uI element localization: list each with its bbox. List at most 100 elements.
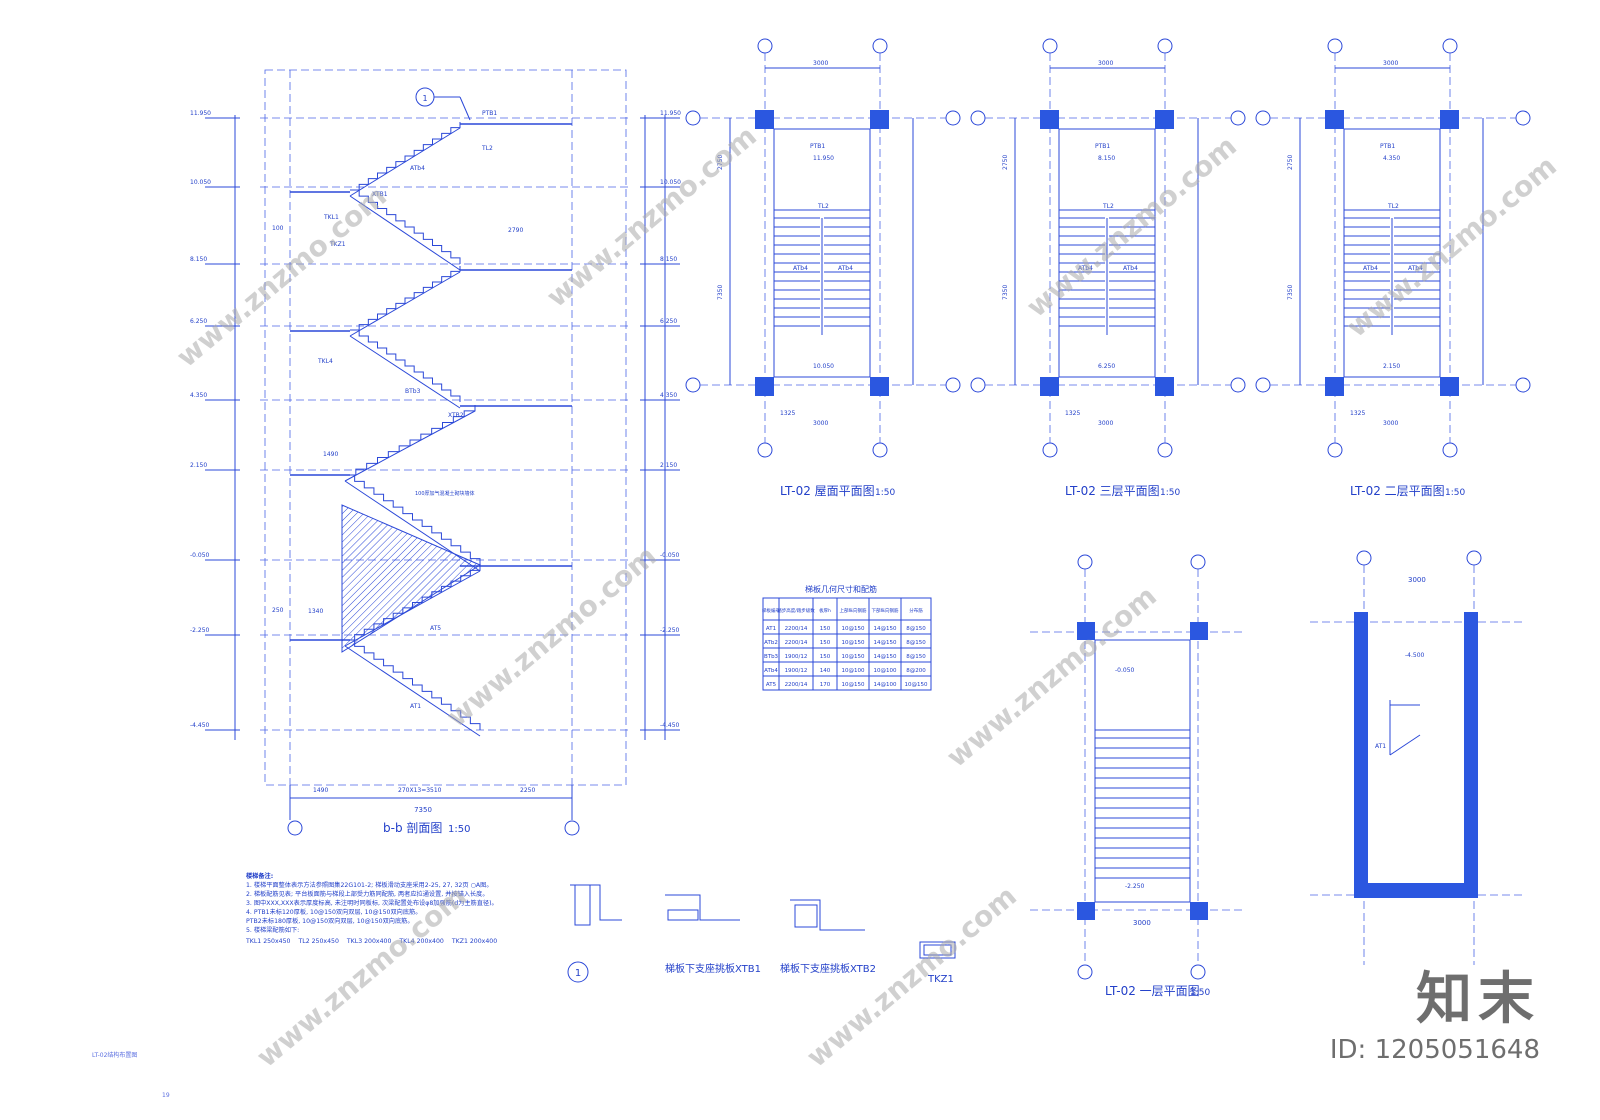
plan-title-first: LT-02 一层平面图 — [1105, 984, 1200, 998]
table-header-4: 下部纵向钢筋 — [872, 607, 899, 614]
section-dim-total: 7350 — [414, 806, 432, 814]
section-elev-left-3: 6.250 — [190, 318, 207, 325]
plan-title-0: LT-02 屋面平面图 — [780, 484, 875, 498]
table-cell-4-0: AT5 — [766, 682, 777, 688]
section-elev-left-0: 11.950 — [190, 110, 211, 117]
plan-scale-2: 1:50 — [1445, 488, 1465, 498]
section-label-at5: AT5 — [430, 625, 441, 632]
table-header-5: 分布筋 — [909, 607, 923, 614]
table-cell-1-3: 10@150 — [842, 640, 865, 646]
plan-flight-a-0: ATb4 — [793, 265, 808, 272]
detail-xtb1: 梯板下支座挑板XTB1 — [665, 894, 761, 975]
detail-1-bubble: 1 — [575, 968, 581, 979]
plan-flight-b-2: ATb4 — [1408, 265, 1423, 272]
plan-scale-1: 1:50 — [1160, 488, 1180, 498]
ff-elev-bot: -2.250 — [1125, 883, 1145, 890]
plan-scale-first: 1:50 — [1190, 988, 1210, 998]
section-elev-left-5: 2.150 — [190, 462, 207, 469]
plan-basement: AT1 -4.500 3000 — [1310, 550, 1525, 965]
bsmt-elev: -4.500 — [1405, 652, 1425, 659]
section-callout-label: 1 — [422, 94, 427, 103]
hatched-infill — [341, 504, 482, 653]
section-elev-right-8: -4.450 — [660, 722, 680, 729]
plan-dim-1325-1: 1325 — [1065, 410, 1080, 417]
table-cell-1-1: 2200/14 — [785, 640, 808, 646]
table-cell-4-1: 2200/14 — [785, 682, 808, 688]
table-cell-3-4: 10@100 — [874, 668, 897, 674]
table-header-3: 上部纵向钢筋 — [840, 607, 867, 614]
section-elev-left-1: 10.050 — [190, 179, 211, 186]
section-dim-1490: 1490 — [313, 787, 328, 794]
detail-xtb2: 梯板下支座挑板XTB2 — [780, 899, 876, 975]
section-label-xtb1: XTB1 — [372, 191, 388, 198]
plan-dim-1325-0: 1325 — [780, 410, 795, 417]
section-label-btb3: BTb3 — [405, 388, 421, 395]
plan-flight-b-1: ATb4 — [1123, 265, 1138, 272]
section-dim-1490-b: 1490 — [323, 451, 338, 458]
plan-dim-bottom-1: 3000 — [1098, 420, 1113, 427]
notes-line-4: 4. PTB1未标120厚板, 10@150双向双层, 10@150双向底筋。 — [246, 909, 422, 916]
plan-flight-b-0: ATb4 — [838, 265, 853, 272]
section-label-at1: AT1 — [410, 703, 421, 710]
section-elev-right-0: 11.950 — [660, 110, 681, 117]
detail-1: 1 — [567, 884, 622, 983]
section-label-tl2: TL2 — [481, 145, 493, 152]
notes-line-5: PTB2未标180厚板, 10@150双向双层, 10@150双向底筋。 — [246, 918, 414, 925]
plan-tl2-2: TL2 — [1387, 203, 1399, 210]
notes-line-3: 3. 图中XXX,XXX表示厚度标高, 未注明时同板标, 次梁配置处布设φ8加强… — [246, 900, 498, 907]
beam-tkl4: TKL4 200x400 — [399, 938, 444, 945]
beam-tl2: TL2 250x450 — [298, 938, 339, 945]
section-label-tkl4: TKL4 — [317, 358, 333, 365]
table-cell-1-2: 150 — [820, 640, 831, 646]
section-label-xtb2: XTB2 — [448, 412, 464, 419]
plan-tl2-1: TL2 — [1102, 203, 1114, 210]
axis-bubble-a — [287, 820, 303, 836]
section-elev-right-6: -0.050 — [660, 552, 680, 559]
table-cell-4-3: 10@150 — [842, 682, 865, 688]
table-cell-2-2: 150 — [820, 654, 831, 660]
table-cell-1-4: 14@150 — [874, 640, 897, 646]
plan-elev-top-2: 4.350 — [1383, 155, 1400, 162]
brand-logo: 知末 — [1416, 967, 1540, 1032]
plan-dim-2750-0: 2750 — [717, 155, 724, 170]
section-dim-250: 250 — [272, 607, 284, 614]
table-cell-2-5: 8@150 — [906, 654, 926, 660]
plan-elev-bot-1: 6.250 — [1098, 363, 1115, 370]
table-cell-4-5: 10@150 — [905, 682, 928, 688]
table-cell-4-4: 14@100 — [874, 682, 897, 688]
table-cell-3-0: ATb4 — [764, 668, 778, 674]
section-elev-right-5: 2.150 — [660, 462, 677, 469]
plan-flight-a-2: ATb4 — [1363, 265, 1378, 272]
plan-dim-3000-2: 3000 — [1383, 60, 1398, 67]
section-elev-left-2: 8.150 — [190, 256, 207, 263]
table-cell-3-5: 8@200 — [906, 668, 926, 674]
detail-xtb2-label: 梯板下支座挑板XTB2 — [780, 962, 876, 975]
section-title: b-b 剖面图 — [383, 821, 442, 835]
table-cell-1-0: ATb2 — [764, 640, 778, 646]
detail-tkz1: TKZ1 — [919, 941, 956, 985]
section-label-wall: 100厚加气混凝土砌块墙体 — [415, 490, 475, 497]
ff-dim-3000: 3000 — [1133, 919, 1151, 927]
section-elev-left-8: -4.450 — [190, 722, 210, 729]
table-header-2: 板厚h — [819, 607, 831, 614]
section-dim-100: 100 — [272, 225, 284, 232]
table-cell-4-2: 170 — [820, 682, 831, 688]
beam-list: TKL1 250x450 TL2 250x450 TKL3 200x400 TK… — [246, 937, 546, 946]
table-header-0: 梯板编号 — [762, 607, 780, 614]
notes-line-2: 2. 梯板配筋见表; 平台板面筋与梯段上部受力筋同配筋, 两者应拉通设置, 并按… — [246, 891, 489, 898]
plan-dim-7350-2: 7350 — [1287, 285, 1294, 300]
notes-line-1: 1. 楼梯平面整体表示方法参照图集22G101-2; 梯板滑动支座采用2-25,… — [246, 882, 493, 889]
notes-line-6: 5. 楼梯梁配筋如下: — [246, 927, 300, 934]
table-cell-0-1: 2200/14 — [785, 626, 808, 632]
plan-dim-3000-0: 3000 — [813, 60, 828, 67]
section-label-tkl1: TKL1 — [323, 214, 339, 221]
footer-page: 19 — [162, 1092, 170, 1099]
section-dim-3510: 270X13=3510 — [398, 787, 442, 794]
notes-heading: 楼梯备注: — [246, 873, 274, 880]
plan-dim-3000-1: 3000 — [1098, 60, 1113, 67]
bsmt-dim-3000: 3000 — [1408, 576, 1426, 584]
table-cell-3-1: 1900/12 — [785, 668, 808, 674]
plan-dim-1325-2: 1325 — [1350, 410, 1365, 417]
